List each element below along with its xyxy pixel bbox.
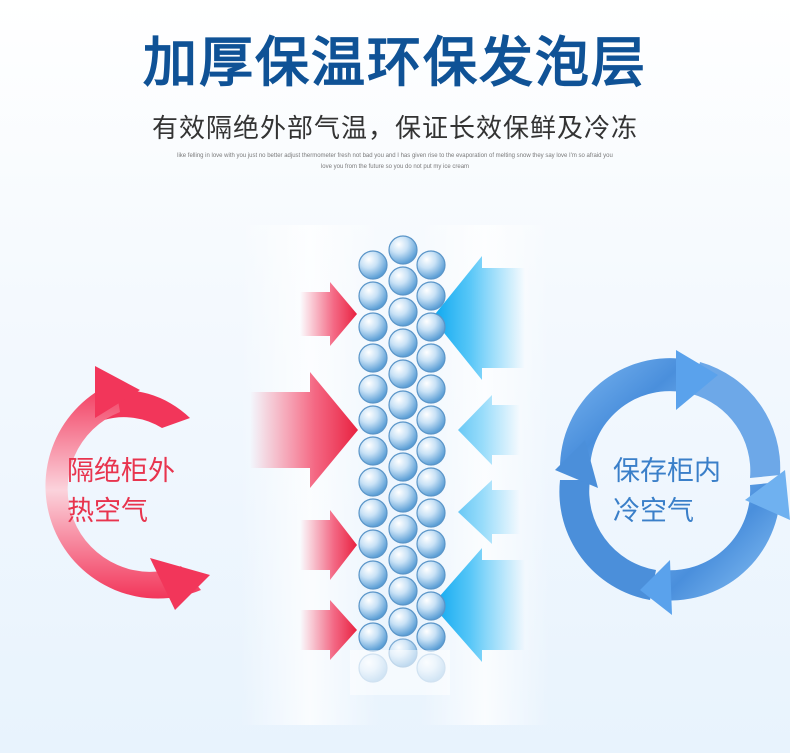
blue-arrow-icon xyxy=(432,256,525,380)
blue-arrow-icon xyxy=(432,548,525,662)
cold-ring-arc-top xyxy=(559,358,690,470)
cold-cycle-icon xyxy=(555,350,790,615)
foam-bubble-icon xyxy=(416,405,446,435)
foam-bubble-icon xyxy=(358,529,388,559)
page-subtitle: 有效隔绝外部气温，保证长效保鲜及冷冻 xyxy=(151,114,638,144)
red-arrow-icon xyxy=(250,372,358,488)
foam-bubble-icon xyxy=(388,421,418,451)
foam-bubble-icon xyxy=(388,545,418,575)
cold-ring-arc-right xyxy=(692,362,781,478)
decorative-fineprint: like felling in love with you just no be… xyxy=(120,151,670,173)
blue-arrows xyxy=(432,256,525,662)
foam-bubble-icon xyxy=(416,374,446,404)
foam-bubble-icon xyxy=(388,452,418,482)
foam-bubble-icon xyxy=(358,374,388,404)
foam-bubble-icon xyxy=(416,498,446,528)
cold-ring-arrowhead xyxy=(745,470,790,520)
foam-bubble-icon xyxy=(358,467,388,497)
cold-ring-arrowhead xyxy=(640,560,672,615)
foam-bubble-icon xyxy=(416,343,446,373)
cold-ring-arrowhead xyxy=(676,350,718,410)
foam-bubble-icon xyxy=(358,405,388,435)
page-title: 加厚保温环保发泡层 xyxy=(143,31,647,94)
hot-air-label: 隔绝柜外 热空气 xyxy=(67,452,175,532)
foam-bubble-icon xyxy=(388,297,418,327)
foam-bubble-icon xyxy=(358,281,388,311)
foam-bubble-icon xyxy=(416,312,446,342)
foam-bubble-icon xyxy=(388,328,418,358)
fineprint-line-2: love you from the future so you do not p… xyxy=(320,164,470,170)
blue-arrow-icon xyxy=(458,480,520,544)
cold-ring-arc-left xyxy=(559,480,656,600)
red-arrow-icon xyxy=(300,510,357,580)
foam-bubble-icon xyxy=(416,529,446,559)
foam-bubble-icon xyxy=(388,483,418,513)
red-arrows xyxy=(250,282,358,660)
foam-bubble-icon xyxy=(358,312,388,342)
foam-bubble-icon xyxy=(358,498,388,528)
fineprint-line-1: like felling in love with you just no be… xyxy=(177,153,613,159)
foam-bubble-icon xyxy=(388,266,418,296)
foam-bubble-icon xyxy=(358,591,388,621)
foam-bubble-icon xyxy=(416,281,446,311)
foam-bubble-icon xyxy=(388,607,418,637)
foam-bubble-icon xyxy=(388,514,418,544)
cold-air-label-line-1: 保存柜内 xyxy=(613,456,721,487)
hot-ring-arrowhead-bottom xyxy=(150,558,210,610)
cold-air-label: 保存柜内 冷空气 xyxy=(613,452,721,532)
foam-bubble-icon xyxy=(358,250,388,280)
hot-ring-arrowhead-top xyxy=(95,366,140,418)
foam-bubble-icon xyxy=(416,467,446,497)
foam-bubble-icon xyxy=(416,436,446,466)
cold-ring-arc-bottom xyxy=(660,482,781,601)
foam-bubble-icon xyxy=(388,576,418,606)
foam-bubble-icon xyxy=(388,235,418,265)
cold-air-label-line-2: 冷空气 xyxy=(613,496,694,527)
foam-bubble-icon xyxy=(358,622,388,652)
red-arrow-icon xyxy=(300,600,357,660)
foam-bubble-icon xyxy=(416,591,446,621)
foam-bubble-icon xyxy=(416,560,446,590)
hot-air-label-line-1: 隔绝柜外 xyxy=(67,456,175,487)
foam-bubble-icon xyxy=(358,343,388,373)
foam-bubble-icon xyxy=(358,560,388,590)
foam-fade xyxy=(350,650,450,695)
foam-bubble-icon xyxy=(388,359,418,389)
hot-air-label-line-2: 热空气 xyxy=(67,496,148,527)
hot-ring-body xyxy=(45,382,201,599)
blue-arrow-icon xyxy=(458,395,520,465)
foam-bubble-icon xyxy=(358,436,388,466)
foam-bubble-icon xyxy=(416,622,446,652)
foam-bubble-icon xyxy=(388,390,418,420)
cold-ring-arrowhead xyxy=(555,440,598,488)
hot-cycle-icon xyxy=(45,366,210,610)
red-arrow-icon xyxy=(300,282,357,346)
foam-layer xyxy=(358,235,446,683)
foam-bubble-icon xyxy=(416,250,446,280)
